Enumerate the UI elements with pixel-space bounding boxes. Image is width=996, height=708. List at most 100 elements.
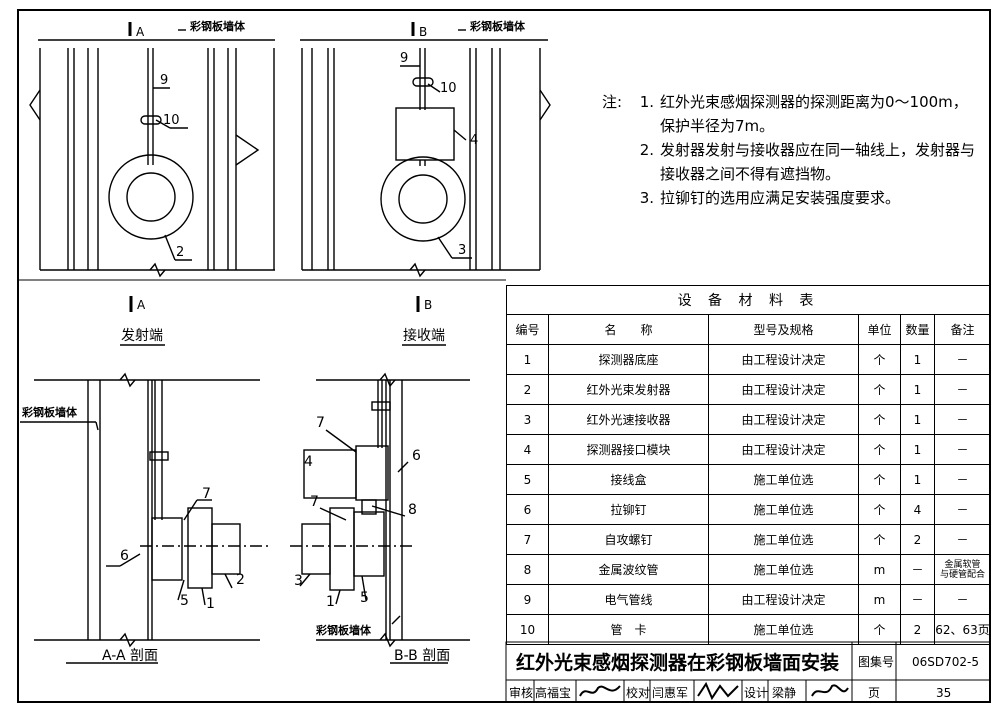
section-a-callout-2: 2: [236, 572, 245, 588]
note-2-line-2: 接收器之间不得有遮挡物。: [660, 165, 841, 183]
row-no: 1: [506, 344, 549, 375]
section-b-callout-4: 4: [304, 454, 313, 470]
top-left-section-mark: A: [136, 25, 145, 39]
note-2-line-1: 发射器发射与接收器应在同一轴线上，发射器与: [660, 141, 976, 159]
atlas-label: 图集号: [858, 654, 894, 669]
reviewer-name: 高福宝: [535, 685, 571, 700]
section-b-callout-7b: 7: [310, 494, 319, 510]
callout-9b: 9: [400, 51, 408, 66]
note-2: 2. 发射器发射与接收器应在同一轴线上，发射器与: [602, 138, 975, 162]
row-remark: 62、63页: [934, 614, 991, 645]
designer-name: 梁静: [772, 685, 796, 700]
section-b-drawing: [290, 296, 470, 664]
note-3-line-1: 拉铆钉的选用应满足安装强度要求。: [660, 189, 901, 207]
row-qty: 1: [900, 374, 935, 405]
row-unit: 个: [858, 434, 901, 465]
section-a-callout-7: 7: [202, 486, 211, 502]
section-b-callout-3: 3: [294, 573, 303, 589]
row-unit: 个: [858, 614, 901, 645]
section-b-title: 接收端: [403, 327, 445, 344]
section-a-title: 发射端: [121, 328, 163, 344]
row-name: 探测器底座: [548, 344, 709, 375]
row-remark: －: [934, 584, 991, 615]
top-left-view: [29, 22, 275, 278]
section-b-callout-6: 6: [412, 448, 421, 464]
callout-3: 3: [458, 243, 466, 258]
section-b-mark: B: [424, 298, 432, 312]
row-unit: 个: [858, 374, 901, 405]
note-3: 3. 拉铆钉的选用应满足安装强度要求。: [602, 186, 975, 210]
row-unit: m: [858, 554, 901, 585]
row-qty: 1: [900, 434, 935, 465]
row-qty: 1: [900, 464, 935, 495]
row-no: 2: [506, 374, 549, 405]
page-number: 35: [936, 686, 951, 700]
callout-4: 4: [470, 133, 478, 148]
check-label: 校对: [626, 685, 650, 700]
section-b-callout-7a: 7: [316, 415, 325, 431]
callout-9: 9: [160, 73, 168, 88]
section-a-wall-label: 彩钢板墙体: [21, 405, 78, 419]
section-b-callout-1: 1: [326, 594, 335, 610]
notes-prefix: 注:: [602, 93, 623, 111]
review-label: 审核: [509, 685, 533, 700]
callout-2: 2: [176, 245, 184, 260]
row-spec: 由工程设计决定: [708, 404, 859, 435]
row-remark: －: [934, 404, 991, 435]
note-1: 注: 1. 红外光束感烟探测器的探测距离为0～100m，: [602, 90, 975, 114]
notes-block: 注: 1. 红外光束感烟探测器的探测距离为0～100m， 保护半径为7m。 2.…: [602, 90, 975, 210]
note-3-num: 3.: [639, 189, 654, 207]
materials-header-row: 编号 名 称 型号及规格 单位 数量 备注: [506, 314, 991, 345]
reviewer-signature: [579, 685, 621, 697]
row-no: 10: [506, 614, 549, 645]
note-1-num: 1.: [639, 93, 654, 111]
note-1-cont: 保护半径为7m。: [602, 114, 975, 138]
row-name: 金属波纹管: [548, 554, 709, 585]
section-a-mark: A: [137, 298, 146, 312]
note-2-num: 2.: [639, 141, 654, 159]
section-b-caption: B-B 剖面: [394, 648, 450, 664]
section-a-drawing: [20, 296, 270, 664]
row-remark: －: [934, 524, 991, 555]
row-name: 电气管线: [548, 584, 709, 615]
section-a-caption: A-A 剖面: [102, 648, 158, 664]
note-1-line-1: 红外光束感烟探测器的探测距离为0～100m，: [660, 93, 968, 111]
row-name: 探测器接口模块: [548, 434, 709, 465]
materials-caption-row: 设 备 材 料 表: [506, 285, 991, 315]
row-qty: 2: [900, 614, 935, 645]
row-spec: 施工单位选: [708, 524, 859, 555]
top-middle-section-mark: B: [419, 25, 427, 39]
row-spec: 施工单位选: [708, 614, 859, 645]
callout-10: 10: [163, 113, 180, 128]
atlas-number: 06SD702-5: [912, 655, 979, 669]
note-2-cont: 接收器之间不得有遮挡物。: [602, 162, 975, 186]
section-a-callout-5: 5: [180, 593, 189, 609]
row-remark: －: [934, 374, 991, 405]
designer-signature: [811, 684, 849, 697]
row-unit: 个: [858, 464, 901, 495]
row-unit: 个: [858, 524, 901, 555]
row-remark: －: [934, 494, 991, 525]
header-unit: 单位: [858, 314, 901, 345]
note-1-line-2: 保护半径为7m。: [660, 117, 775, 135]
page-label: 页: [868, 686, 880, 700]
top-left-wall-label: 彩钢板墙体: [189, 19, 246, 33]
drawing-title: 红外光束感烟探测器在彩钢板墙面安装: [516, 651, 839, 674]
row-spec: 由工程设计决定: [708, 584, 859, 615]
callout-10b: 10: [440, 81, 457, 96]
checker-name: 闫惠军: [652, 686, 688, 700]
row-name: 红外光束发射器: [548, 374, 709, 405]
row-name: 接线盒: [548, 464, 709, 495]
row-spec: 由工程设计决定: [708, 434, 859, 465]
row-remark: －: [934, 434, 991, 465]
